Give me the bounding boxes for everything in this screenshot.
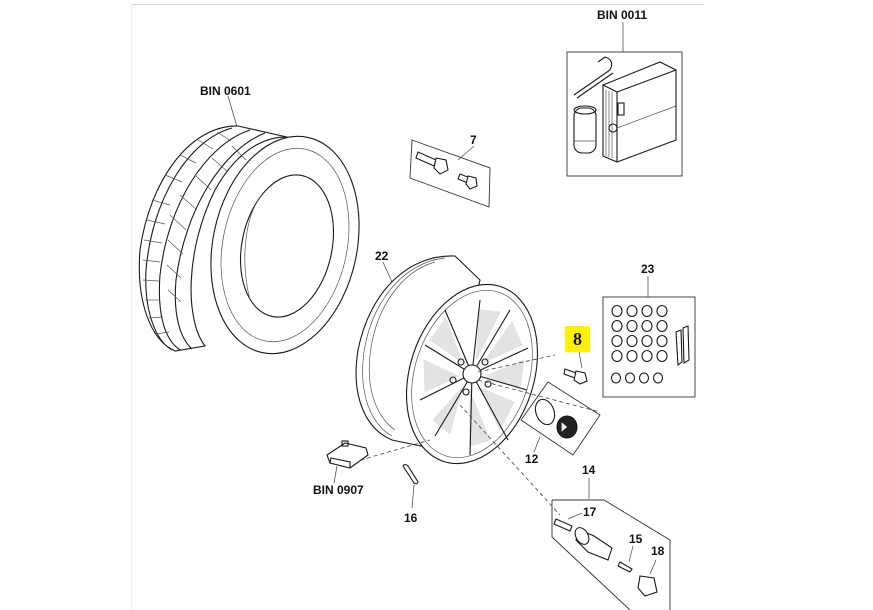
bolt-set-illustration[interactable] (409, 139, 491, 208)
tyre-illustration[interactable] (138, 95, 378, 368)
sealant-bottle-icon (573, 107, 597, 154)
label-15[interactable]: 15 (629, 532, 643, 546)
screw-icon (553, 518, 573, 532)
label-bin-0601[interactable]: BIN 0601 (200, 84, 251, 98)
compressor-icon (602, 61, 677, 163)
tpms-sensor-icon (326, 442, 369, 469)
wheel-illustration[interactable] (339, 255, 601, 516)
label-8: 8 (573, 329, 582, 349)
balance-weight-icon (402, 463, 419, 485)
leader-15 (628, 545, 634, 563)
leader-bin-0601 (227, 95, 238, 128)
bolt-set-box (409, 139, 491, 208)
wheel-hub (462, 364, 482, 384)
leader-18 (649, 559, 657, 575)
repair-kit-box (566, 51, 683, 177)
label-7[interactable]: 7 (470, 133, 477, 147)
label-22[interactable]: 22 (375, 249, 389, 263)
leader-22 (382, 261, 393, 283)
label-8-highlight[interactable]: 8 (565, 326, 590, 352)
left-divider (131, 4, 132, 610)
tpms-sensor-illustration[interactable] (326, 440, 369, 484)
leader-12 (533, 436, 541, 453)
lock-bolt-icon (465, 175, 478, 190)
centre-cap-illustration[interactable] (520, 381, 601, 456)
leader-7 (457, 145, 475, 161)
label-14[interactable]: 14 (582, 463, 596, 477)
valve-kit-illustration[interactable] (551, 478, 671, 610)
label-16[interactable]: 16 (404, 511, 418, 525)
balance-weight-illustration[interactable] (402, 463, 419, 509)
label-bin-0907[interactable]: BIN 0907 (313, 483, 364, 497)
wrench-icon (573, 56, 613, 96)
centre-cap-box (520, 381, 601, 456)
valve-core-icon (617, 561, 633, 573)
label-23[interactable]: 23 (641, 262, 655, 276)
label-17[interactable]: 17 (583, 505, 597, 519)
repair-kit-illustration[interactable] (566, 22, 683, 177)
leader-8 (578, 351, 583, 369)
valve-kit-box (551, 499, 671, 610)
leader-16 (411, 484, 415, 509)
top-divider (131, 4, 703, 5)
cap-grid (610, 304, 668, 384)
valve-cap-icon (637, 575, 658, 597)
bolt-icon (415, 151, 437, 167)
bolt-caps-illustration[interactable] (602, 276, 696, 398)
bolt-caps-box (602, 296, 696, 398)
tread-pattern (142, 131, 247, 335)
tyre-bore (239, 174, 335, 318)
leader-bin-0907 (333, 465, 338, 484)
label-12[interactable]: 12 (525, 452, 539, 466)
leader-17 (567, 512, 583, 520)
cap-removal-tool-icon (675, 329, 683, 367)
label-bin-0011[interactable]: BIN 0011 (597, 8, 648, 22)
retaining-ring-icon (534, 398, 556, 426)
wheel-bolt-illustration[interactable] (563, 351, 588, 385)
label-18[interactable]: 18 (651, 544, 665, 558)
